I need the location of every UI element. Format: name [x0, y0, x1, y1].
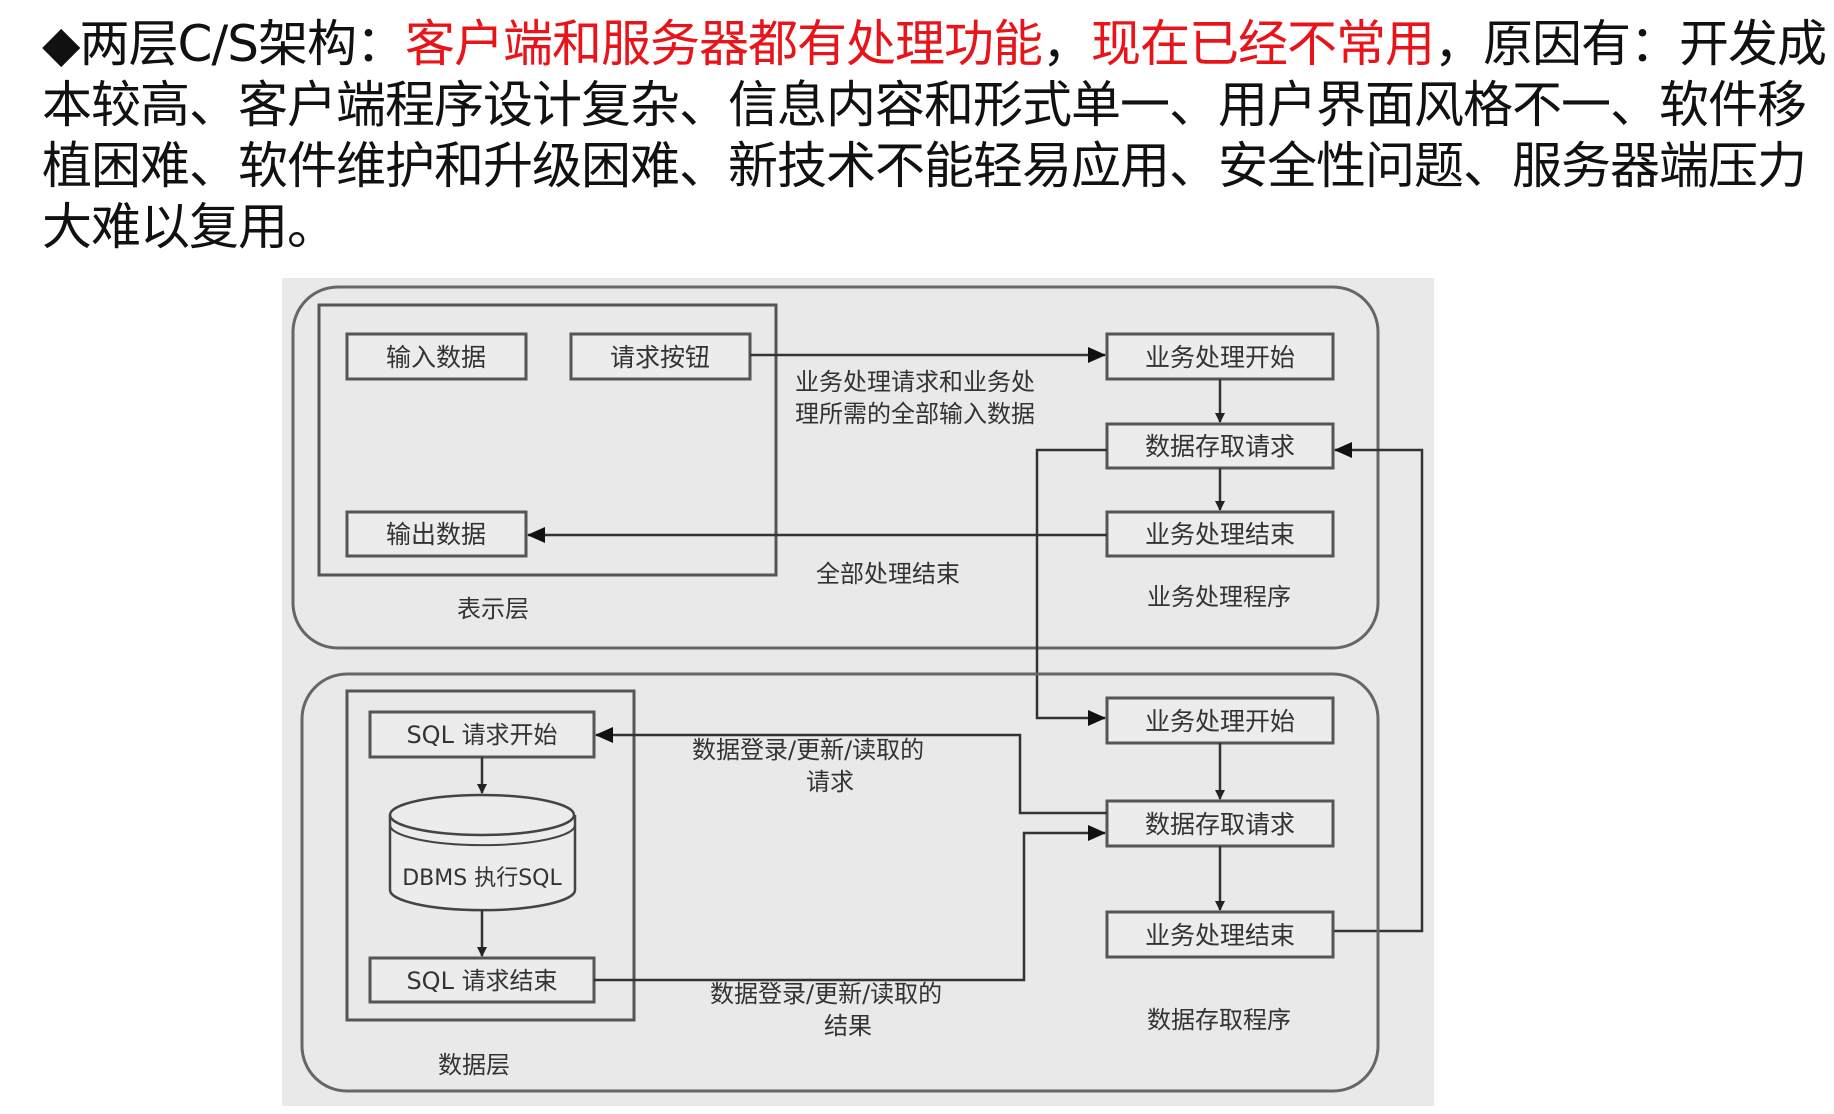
data-layer-frame — [345, 689, 636, 1022]
svg-text:输出数据: 输出数据 — [386, 520, 486, 549]
bottom-biz-end-box: 业务处理结束 — [1105, 910, 1335, 959]
sql-request-label-line1: 数据登录/更新/读取的 — [692, 736, 924, 764]
svg-text:业务处理结束: 业务处理结束 — [1145, 520, 1295, 549]
sql-result-label-line1: 数据登录/更新/读取的 — [710, 980, 942, 1008]
input-data-box: 输入数据 — [345, 332, 528, 381]
request-label-line2: 理所需的全部输入数据 — [795, 400, 1035, 428]
sql-result-arrow — [594, 825, 1106, 982]
separator-text: ， — [1041, 15, 1092, 73]
svg-text:业务处理结束: 业务处理结束 — [1145, 921, 1295, 950]
request-button-box: 请求按钮 — [569, 332, 752, 381]
top-data-access-box: 数据存取请求 — [1105, 422, 1335, 470]
svg-text:数据存取请求: 数据存取请求 — [1145, 432, 1295, 461]
top-tier-container — [291, 285, 1380, 650]
sql-start-box: SQL 请求开始 — [368, 710, 596, 759]
svg-text:请求按钮: 请求按钮 — [610, 343, 710, 372]
bottom-data-access-box: 数据存取请求 — [1105, 799, 1335, 848]
lead-text: 两层C/S架构： — [79, 15, 405, 73]
svg-text:业务处理开始: 业务处理开始 — [1145, 707, 1295, 736]
sql-end-box: SQL 请求结束 — [368, 956, 596, 1004]
svg-text:DBMS 执行SQL: DBMS 执行SQL — [402, 866, 562, 891]
bottom-tier-container — [300, 672, 1380, 1093]
presentation-frame — [317, 303, 778, 577]
biz-program-label: 业务处理程序 — [1147, 583, 1291, 611]
highlight-text-2: 现在已经不常用 — [1090, 15, 1435, 73]
bullet-icon: ◆ — [42, 15, 80, 73]
top-biz-start-box: 业务处理开始 — [1105, 332, 1335, 381]
description-paragraph: ◆两层C/S架构：客户端和服务器都有处理功能，现在已经不常用，原因有：开发成本较… — [42, 14, 1832, 258]
bottom-biz-start-box: 业务处理开始 — [1105, 696, 1335, 745]
top-biz-end-box: 业务处理结束 — [1105, 510, 1335, 558]
svg-text:SQL 请求结束: SQL 请求结束 — [406, 967, 557, 995]
sql-request-arrow — [595, 727, 1107, 815]
reasons-text: ，原因有：开发成本较高、客户端程序设计复杂、信息内容和形式单一、用户界面风格不一… — [42, 15, 1827, 256]
request-label-line1: 业务处理请求和业务处 — [795, 368, 1035, 396]
cs-architecture-diagram: 输入数据 请求按钮 输出数据 业务处理开始 数据存取请求 业务处理结束 业务处理… — [282, 278, 1434, 1110]
data-layer-label: 数据层 — [438, 1051, 510, 1079]
output-data-box: 输出数据 — [345, 510, 528, 558]
data-program-label: 数据存取程序 — [1147, 1006, 1291, 1034]
sql-result-label-line2: 结果 — [824, 1012, 872, 1040]
svg-text:输入数据: 输入数据 — [386, 343, 486, 372]
svg-text:业务处理开始: 业务处理开始 — [1145, 343, 1295, 372]
dbms-cylinder: DBMS 执行SQL — [388, 793, 577, 912]
presentation-layer-label: 表示层 — [457, 595, 529, 623]
end-label: 全部处理结束 — [816, 560, 960, 588]
sql-request-label-line2: 请求 — [806, 768, 854, 796]
svg-text:SQL 请求开始: SQL 请求开始 — [406, 721, 557, 749]
data-access-to-bottom-arrow — [1035, 448, 1107, 726]
highlight-text-1: 客户端和服务器都有处理功能 — [404, 15, 1043, 73]
svg-text:数据存取请求: 数据存取请求 — [1145, 810, 1295, 839]
